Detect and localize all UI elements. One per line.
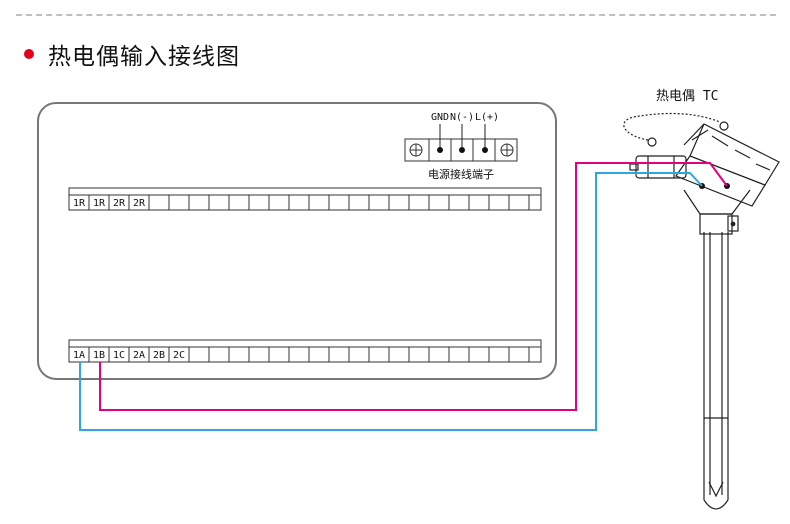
top-terminal-2r: 2R xyxy=(113,198,126,209)
screw-icon xyxy=(409,143,423,157)
bullet-icon xyxy=(24,49,34,59)
top-terminal-1r: 1R xyxy=(73,198,86,209)
power-label-l: L(+) xyxy=(475,112,499,123)
red-wire xyxy=(99,162,728,411)
top-terminal-strip xyxy=(68,187,542,211)
bottom-terminal-2b: 2B xyxy=(153,350,165,361)
bottom-terminal-2a: 2A xyxy=(133,350,145,361)
bottom-terminal-1c: 1C xyxy=(113,350,125,361)
controller-box xyxy=(37,102,557,380)
screw-icon xyxy=(500,143,514,157)
bottom-terminal-1a: 1A xyxy=(73,350,85,361)
thermocouple-probe xyxy=(623,112,780,510)
bottom-terminal-strip xyxy=(68,339,542,363)
top-terminal-2r: 2R xyxy=(133,198,146,209)
bottom-terminal-1b: 1B xyxy=(93,350,105,361)
sensor-label: 热电偶 TC xyxy=(656,89,718,104)
dashed-divider xyxy=(16,14,776,16)
top-terminal-1r: 1R xyxy=(93,198,106,209)
power-label-n: N(-) xyxy=(450,112,474,123)
power-caption: 电源接线端子 xyxy=(428,167,494,181)
power-terminal-block xyxy=(404,124,518,162)
power-label-gnd: GND xyxy=(431,112,449,123)
section-title: 热电偶输入接线图 xyxy=(48,44,240,70)
section-heading: 热电偶输入接线图 xyxy=(24,36,240,72)
blue-wire xyxy=(79,172,703,431)
bottom-terminal-2c: 2C xyxy=(173,350,185,361)
